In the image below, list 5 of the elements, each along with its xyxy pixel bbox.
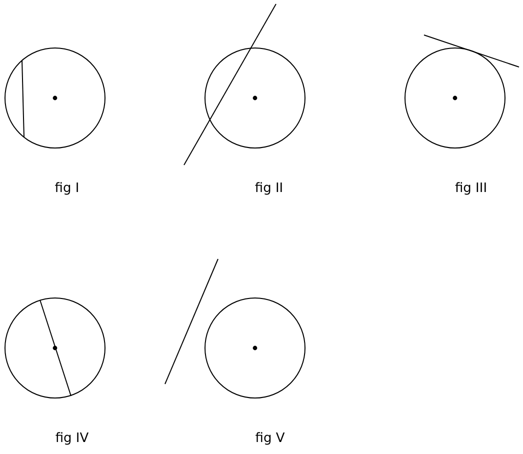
figure-label: fig V — [255, 431, 285, 446]
figure-label: fig III — [454, 181, 488, 196]
figure-label: fig IV — [55, 431, 89, 446]
figure-label: fig II — [254, 181, 284, 196]
figure-label: fig I — [54, 181, 80, 196]
